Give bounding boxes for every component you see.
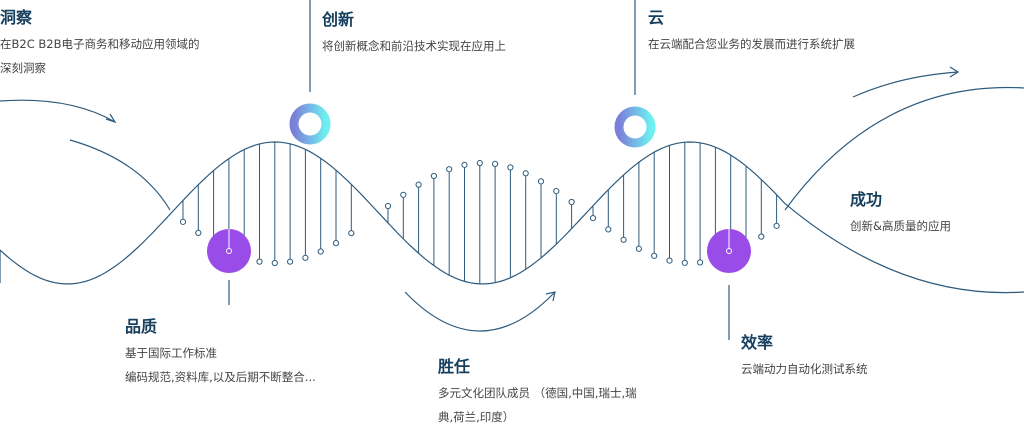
arrow-icon	[852, 66, 960, 98]
block-text: 创新&高质量的应用	[850, 219, 951, 233]
rung-dot	[553, 187, 560, 195]
rung-dot	[476, 159, 483, 167]
rung-dot	[415, 181, 422, 188]
rung-dot	[651, 252, 658, 259]
block-text: 基于国际工作标准	[125, 346, 217, 360]
ring-icon	[289, 103, 331, 145]
rung-dot	[195, 229, 202, 237]
rung-dot	[605, 226, 612, 233]
block-text: 典,荷兰,印度）	[438, 410, 515, 424]
rung-dot	[287, 258, 294, 265]
rung-dot	[302, 254, 309, 261]
arrow-icon	[404, 291, 556, 332]
rung-dot	[446, 166, 453, 173]
rung-dot	[348, 230, 355, 237]
helix-strand-main	[0, 141, 1024, 294]
rung-dot	[589, 215, 597, 222]
rung-dot	[271, 259, 278, 267]
block-title: 品质	[125, 317, 158, 336]
rung-dot	[681, 259, 688, 266]
block-quality: 品质 基于国际工作标准 编码规范,资料库,以及后期不断整合...	[125, 313, 316, 389]
rung-dot	[461, 161, 468, 168]
block-title: 云	[648, 8, 665, 27]
rung-dot	[697, 259, 704, 266]
block-insight: 洞察 在B2C B2B电子商务和移动应用领域的 深刻洞察	[0, 4, 200, 80]
block-title: 创新	[322, 10, 355, 29]
block-text: 云端动力自动化测试系统	[741, 362, 868, 376]
rung-dot	[522, 170, 529, 177]
block-cloud: 云 在云端配合您业务的发展而进行系统扩展	[648, 4, 855, 56]
block-title: 效率	[741, 333, 774, 352]
rung-dot	[568, 198, 575, 206]
block-text: 将创新概念和前沿技术实现在应用上	[322, 39, 506, 53]
block-success: 成功 创新&高质量的应用	[850, 186, 951, 238]
block-text: 多元文化团队成员 （德国,中国,瑞士,瑞	[438, 386, 637, 400]
ring-icon	[614, 106, 656, 148]
rung-dot	[384, 202, 392, 210]
block-innovation: 创新 将创新概念和前沿技术实现在应用上	[322, 6, 506, 58]
rung-dot	[430, 172, 437, 180]
helix-strand-left	[69, 139, 171, 211]
helix-strand-right	[784, 86, 1024, 211]
block-text: 在B2C B2B电子商务和移动应用领域的	[0, 37, 200, 51]
rung-dot	[317, 248, 324, 255]
block-text: 在云端配合您业务的发展而进行系统扩展	[648, 37, 855, 51]
rung-dot	[635, 245, 643, 252]
rung-dot	[492, 160, 499, 168]
rung-dot	[256, 258, 263, 265]
rung-dot	[537, 178, 545, 185]
rung-dot	[179, 218, 187, 225]
block-title: 胜任	[438, 357, 471, 376]
block-title: 成功	[850, 190, 883, 209]
block-efficiency: 效率 云端动力自动化测试系统	[741, 329, 868, 381]
rung-dot	[758, 233, 765, 240]
rung-dot	[507, 164, 514, 171]
rung-dot	[620, 236, 627, 243]
rung-dot	[332, 240, 340, 247]
rung-dot	[773, 222, 780, 229]
block-text: 深刻洞察	[0, 61, 46, 75]
helix-rungs	[179, 142, 780, 284]
block-text: 编码规范,资料库,以及后期不断整合...	[125, 370, 316, 384]
arrow-icon	[0, 99, 117, 124]
block-competence: 胜任 多元文化团队成员 （德国,中国,瑞士,瑞 典,荷兰,印度）	[438, 353, 637, 429]
rung-dot	[400, 191, 407, 198]
block-title: 洞察	[0, 8, 33, 27]
rung-dot	[666, 257, 673, 264]
